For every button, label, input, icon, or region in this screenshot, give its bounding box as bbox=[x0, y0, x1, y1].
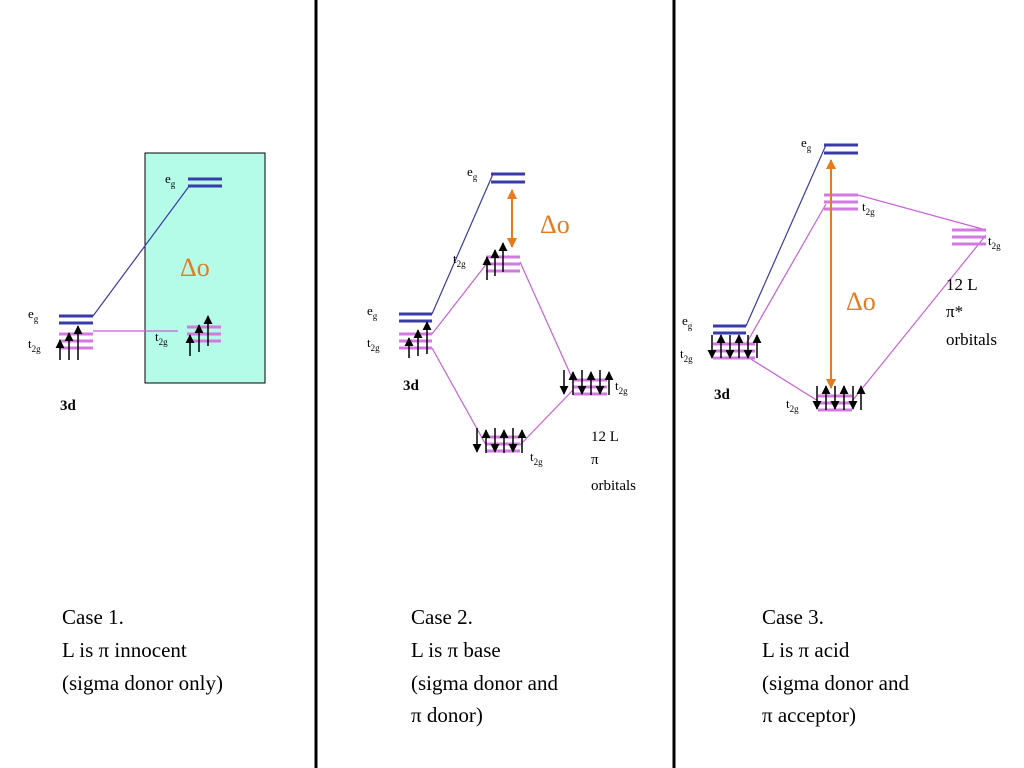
case2-ligand-up-connector bbox=[519, 261, 574, 381]
case2-3d-label: 3d bbox=[403, 378, 420, 394]
case3-ligand-t2g-levels bbox=[952, 228, 986, 246]
case3-panel: eg t2g 3d eg t2g t2g 12 L π* orbitals bbox=[680, 135, 1001, 727]
case2-caption: Case 2. L is π base (sigma donor and π d… bbox=[411, 605, 563, 727]
case1-3d-electrons bbox=[55, 325, 83, 360]
case2-panel: eg t2g 3d eg t2g Δo bbox=[367, 164, 636, 727]
case3-complex-eg-levels bbox=[824, 143, 858, 155]
case3-caption: Case 3. L is π acid (sigma donor and π a… bbox=[762, 605, 914, 727]
case2-3d-t2g-label: t2g bbox=[367, 335, 380, 353]
case1-complex-eg-levels bbox=[188, 177, 222, 188]
case1-complex-t2g-label: t2g bbox=[155, 329, 168, 347]
case1-3d-label: 3d bbox=[60, 398, 77, 414]
case3-ligand-up-connector bbox=[857, 194, 987, 231]
case2-ligand-down-connector bbox=[519, 389, 574, 446]
case2-ligand-note: 12 L π orbitals bbox=[591, 429, 636, 494]
case2-eg-connector bbox=[431, 173, 494, 315]
case2-bonding-electrons bbox=[472, 428, 527, 453]
case3-ligand-down-connector bbox=[851, 234, 987, 402]
case3-antibonding-t2g-levels bbox=[824, 193, 858, 211]
case3-3d-label: 3d bbox=[714, 387, 731, 403]
case3-3d-t2g-label: t2g bbox=[680, 346, 693, 364]
case1-panel: eg t2g 3d eg t2g Δo Case 1. L is π innoc… bbox=[28, 152, 266, 695]
case3-delta-o-label: Δo bbox=[846, 287, 876, 316]
case1-3d-t2g-levels bbox=[59, 332, 93, 350]
case3-t2g-down-connector bbox=[745, 355, 819, 402]
case3-t2g-up-connector bbox=[745, 203, 827, 345]
case3-bonding-t2g-label: t2g bbox=[786, 396, 799, 414]
case2-3d-electrons bbox=[404, 321, 432, 358]
case2-complex-t2g-label: t2g bbox=[453, 251, 466, 269]
case3-antibonding-t2g-label: t2g bbox=[862, 199, 875, 217]
case2-complex-eg-levels bbox=[491, 172, 525, 184]
case1-3d-t2g-label: t2g bbox=[28, 336, 41, 354]
case2-complex-eg-label: eg bbox=[467, 164, 478, 182]
case1-caption: Case 1. L is π innocent (sigma donor onl… bbox=[62, 605, 223, 695]
case2-t2g-up-connector bbox=[431, 261, 489, 335]
case1-3d-eg-levels bbox=[59, 314, 93, 325]
case3-3d-eg-levels bbox=[713, 324, 746, 335]
case2-ligand-electrons bbox=[559, 370, 614, 395]
case3-bonding-electrons bbox=[812, 385, 866, 410]
case2-ligand-t2g-label: t2g bbox=[615, 378, 628, 396]
case2-ligand-t2g-levels bbox=[573, 378, 607, 396]
case3-eg-connector bbox=[745, 144, 827, 327]
case1-complex-electrons bbox=[185, 315, 213, 356]
case1-delta-o-label: Δo bbox=[180, 253, 210, 282]
case1-3d-eg-label: eg bbox=[28, 306, 39, 324]
case2-bonding-t2g-label: t2g bbox=[530, 449, 543, 467]
case3-3d-eg-label: eg bbox=[682, 313, 693, 331]
case2-3d-eg-levels bbox=[399, 312, 432, 323]
case1-eg-connector bbox=[92, 184, 191, 317]
case3-3d-electrons bbox=[707, 334, 762, 359]
case1-splitting-box bbox=[144, 152, 266, 384]
case2-3d-eg-label: eg bbox=[367, 303, 378, 321]
case3-ligand-note: 12 L π* orbitals bbox=[946, 275, 997, 349]
case2-delta-o-label: Δo bbox=[540, 210, 570, 239]
case2-t2g-down-connector bbox=[431, 347, 487, 446]
case3-ligand-t2g-label: t2g bbox=[988, 233, 1001, 251]
case2-bonding-t2g-levels bbox=[486, 435, 520, 453]
case3-complex-eg-label: eg bbox=[801, 135, 812, 153]
case2-complex-t2g-electrons bbox=[482, 242, 508, 280]
case1-complex-eg-label: eg bbox=[165, 171, 176, 189]
